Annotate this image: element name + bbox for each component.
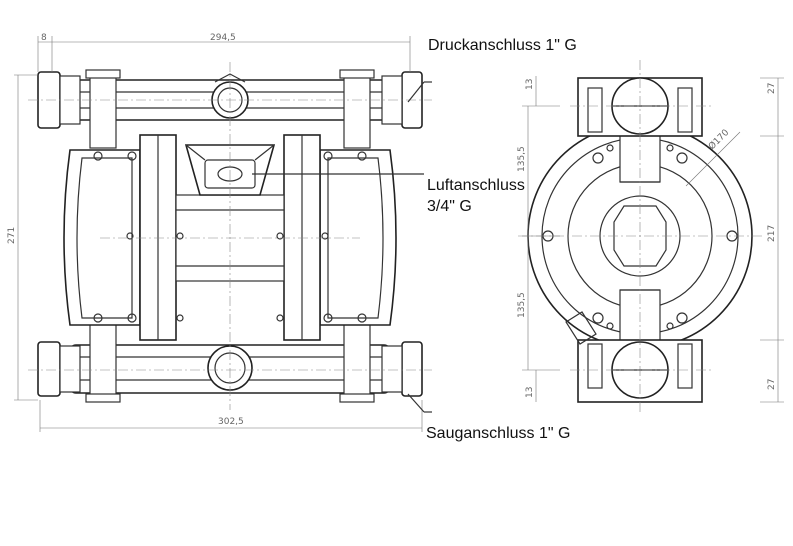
dim-bottom-width: 302,5 [218, 417, 244, 427]
label-air-port-line2: 3/4" G [427, 198, 472, 215]
dim-lower-port-small: 13 [525, 387, 535, 398]
dim-overall-height: 271 [7, 227, 17, 244]
dim-lower-port-height: 27 [767, 379, 777, 390]
dim-top-width: 294,5 [210, 33, 236, 43]
side-view [518, 60, 762, 412]
dim-upper-port-small: 13 [525, 79, 535, 90]
dim-side-height: 217 [767, 225, 777, 242]
dim-flange-offset: 8 [41, 33, 47, 43]
dim-diaphragm-diameter: Ø170 [706, 127, 731, 152]
label-suction-port: Sauganschluss 1" G [426, 425, 570, 442]
dim-upper-port-height: 27 [767, 83, 777, 94]
label-pressure-port: Druckanschluss 1" G [428, 37, 577, 54]
front-view [28, 62, 432, 410]
dim-lower-half: 135,5 [517, 292, 527, 318]
label-air-port-line1: Luftanschluss [427, 177, 525, 194]
dim-upper-half: 135,5 [517, 146, 527, 172]
callouts [252, 81, 432, 413]
front-dimensions: 8 294,5 302,5 271 [7, 33, 423, 432]
